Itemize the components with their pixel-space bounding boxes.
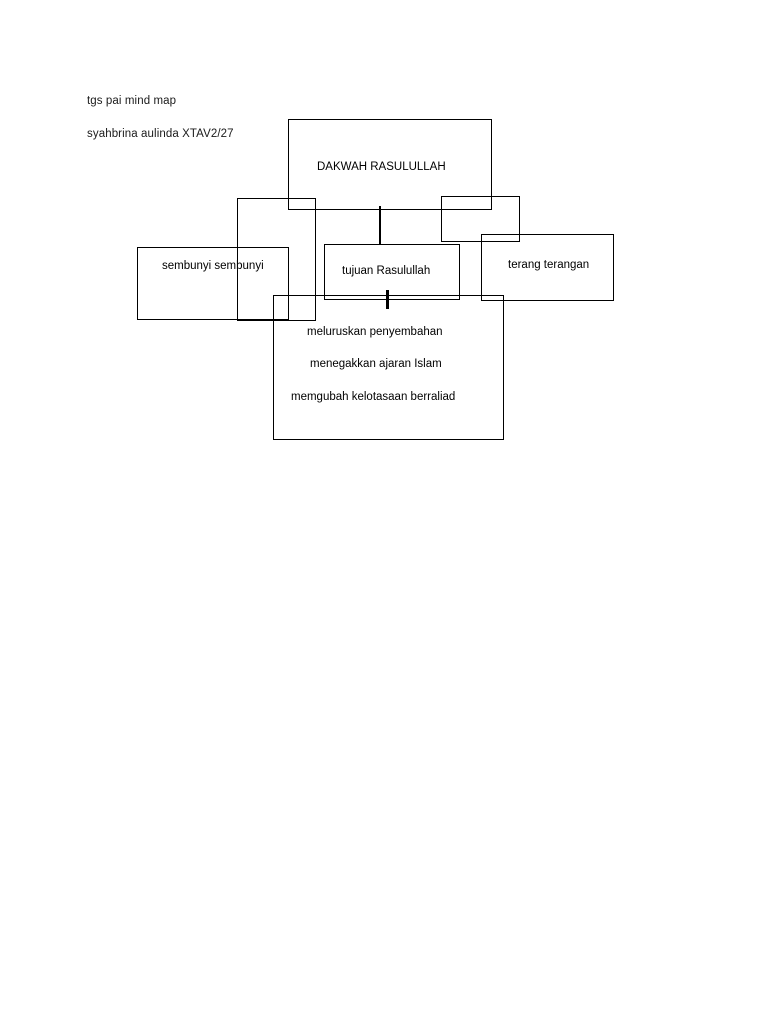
decorative-box-right xyxy=(441,196,520,242)
page-title: tgs pai mind map xyxy=(87,95,177,107)
decorative-box-left xyxy=(237,198,316,321)
detail-item-1: meluruskan penyembahan xyxy=(307,326,443,338)
node-box-root xyxy=(288,119,492,210)
node-box-right xyxy=(481,234,614,301)
detail-item-3: memgubah kelotasaan berraliad xyxy=(291,391,456,403)
node-label-right: terang terangan xyxy=(508,259,590,271)
node-box-center xyxy=(324,244,460,300)
node-label-left: sembunyi sembunyi xyxy=(162,260,264,272)
connector-root-to-center xyxy=(379,206,381,244)
node-label-root: DAKWAH RASULULLAH xyxy=(317,161,446,173)
author-line: syahbrina aulinda XTAV2/27 xyxy=(87,128,234,140)
connector-center-to-details xyxy=(386,290,389,309)
node-box-left xyxy=(137,247,289,320)
node-label-center: tujuan Rasulullah xyxy=(342,265,431,277)
detail-item-2: menegakkan ajaran Islam xyxy=(310,358,442,370)
